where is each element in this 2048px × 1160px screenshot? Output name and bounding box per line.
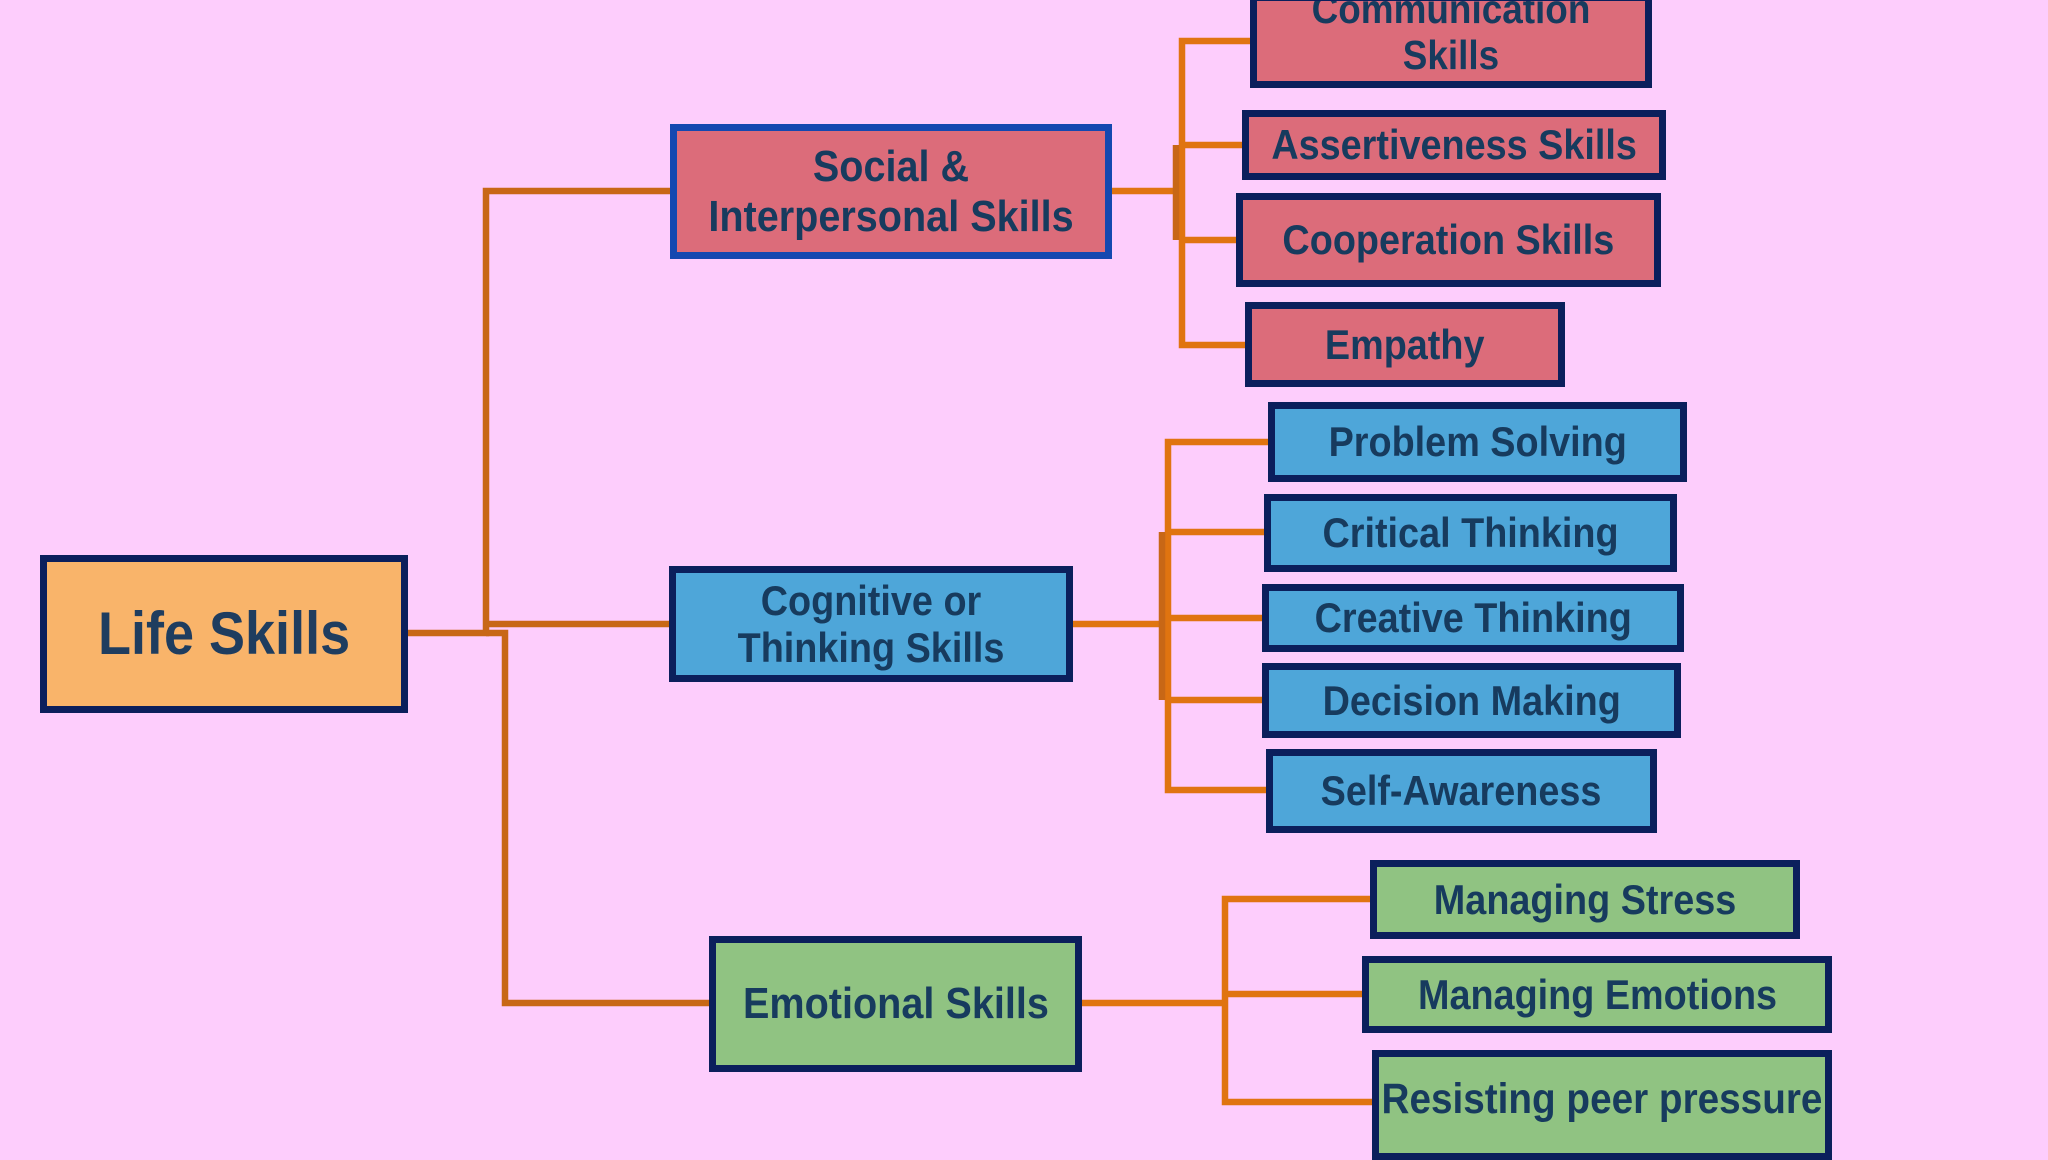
connector-social-to-communication bbox=[1178, 37, 1252, 349]
leaf-self-awareness-label: Self-Awareness bbox=[1321, 767, 1602, 815]
leaf-node-critical-thinking: Critical Thinking bbox=[1264, 494, 1677, 572]
connector-root-to-social bbox=[408, 187, 672, 637]
leaf-node-creative-thinking: Creative Thinking bbox=[1262, 584, 1684, 652]
leaf-communication-label: Communication Skills bbox=[1311, 0, 1591, 78]
leaf-node-self-awareness: Self-Awareness bbox=[1266, 749, 1657, 833]
leaf-assertiveness-label: Assertiveness Skills bbox=[1271, 121, 1637, 169]
connector-root-to-emotional bbox=[486, 629, 712, 1007]
leaf-creative-thinking-label: Creative Thinking bbox=[1314, 594, 1632, 642]
branch-social-label: Social & Interpersonal Skills bbox=[708, 142, 1074, 241]
leaf-decision-making-label: Decision Making bbox=[1322, 676, 1621, 724]
branch-emotional-label: Emotional Skills bbox=[742, 979, 1049, 1029]
leaf-node-cooperation: Cooperation Skills bbox=[1236, 193, 1661, 287]
leaf-node-problem-solving: Problem Solving bbox=[1268, 402, 1687, 482]
leaf-critical-thinking-label: Critical Thinking bbox=[1322, 509, 1619, 557]
branch-node-cognitive: Cognitive or Thinking Skills bbox=[669, 566, 1073, 682]
leaf-node-managing-stress: Managing Stress bbox=[1370, 860, 1800, 939]
root-label: Life Skills bbox=[97, 600, 351, 668]
branch-node-social: Social & Interpersonal Skills bbox=[670, 124, 1112, 259]
leaf-node-resisting-peer-pressure: Resisting peer pressure bbox=[1372, 1050, 1832, 1160]
leaf-cooperation-label: Cooperation Skills bbox=[1282, 216, 1615, 264]
leaf-node-empathy: Empathy bbox=[1245, 302, 1565, 387]
branch-node-emotional: Emotional Skills bbox=[709, 936, 1082, 1072]
leaf-resisting-peer-pressure-label: Resisting peer pressure bbox=[1381, 1074, 1823, 1123]
leaf-node-decision-making: Decision Making bbox=[1262, 663, 1681, 738]
branch-cognitive-label: Cognitive or Thinking Skills bbox=[737, 576, 1005, 671]
leaf-node-assertiveness: Assertiveness Skills bbox=[1242, 110, 1666, 180]
connector-emotional-to-stress bbox=[1221, 895, 1374, 1106]
leaf-managing-emotions-label: Managing Emotions bbox=[1417, 970, 1777, 1018]
leaf-node-communication: Communication Skills bbox=[1250, 0, 1652, 88]
leaf-managing-stress-label: Managing Stress bbox=[1433, 875, 1737, 923]
root-node-life-skills: Life Skills bbox=[40, 555, 408, 713]
leaf-problem-solving-label: Problem Solving bbox=[1328, 418, 1627, 466]
leaf-empathy-label: Empathy bbox=[1325, 320, 1485, 368]
leaf-node-managing-emotions: Managing Emotions bbox=[1362, 956, 1832, 1033]
